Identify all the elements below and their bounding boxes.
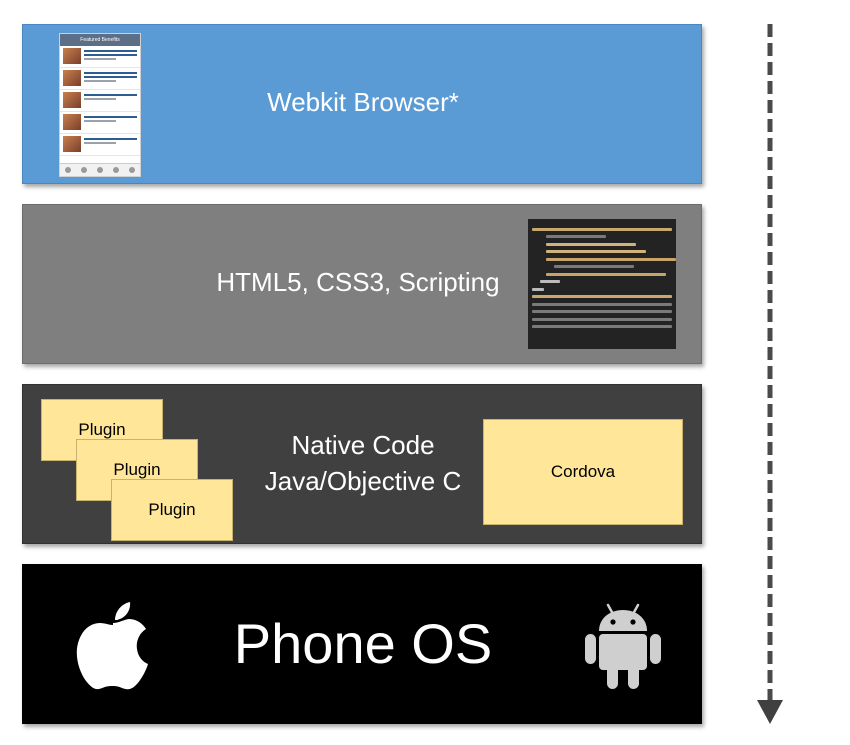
phone-os-layer: Phone OS	[22, 564, 702, 724]
phone-os-title: Phone OS	[233, 612, 493, 675]
webkit-browser-title: Webkit Browser*	[267, 87, 459, 117]
phone-app-thumbnail: Featured Benefits	[59, 33, 141, 177]
phone-list-item	[60, 112, 140, 134]
native-code-title-line1: Native Code	[291, 430, 435, 460]
android-icon	[585, 603, 661, 689]
native-code-title: Native Code Java/Objective C	[243, 427, 483, 499]
native-code-layer: Plugin Plugin Plugin Native Code Java/Ob…	[22, 384, 702, 544]
webkit-browser-layer: Featured Benefits Webkit Browser*	[22, 24, 702, 184]
cordova-box: Cordova	[483, 419, 683, 525]
html-css-scripting-layer: HTML5, CSS3, Scripting	[22, 204, 702, 364]
phone-header: Featured Benefits	[60, 34, 140, 46]
phone-list-item	[60, 134, 140, 156]
html-css-scripting-title: HTML5, CSS3, Scripting	[216, 267, 500, 297]
code-snippet-image	[528, 219, 676, 349]
native-code-title-line2: Java/Objective C	[264, 466, 462, 496]
apple-icon	[76, 602, 148, 690]
phone-list-item	[60, 46, 140, 68]
plugin-box: Plugin	[111, 479, 233, 541]
dashed-down-arrow	[757, 24, 783, 724]
phone-list-item	[60, 68, 140, 90]
phone-tab-bar	[60, 163, 140, 176]
phone-list-item	[60, 90, 140, 112]
